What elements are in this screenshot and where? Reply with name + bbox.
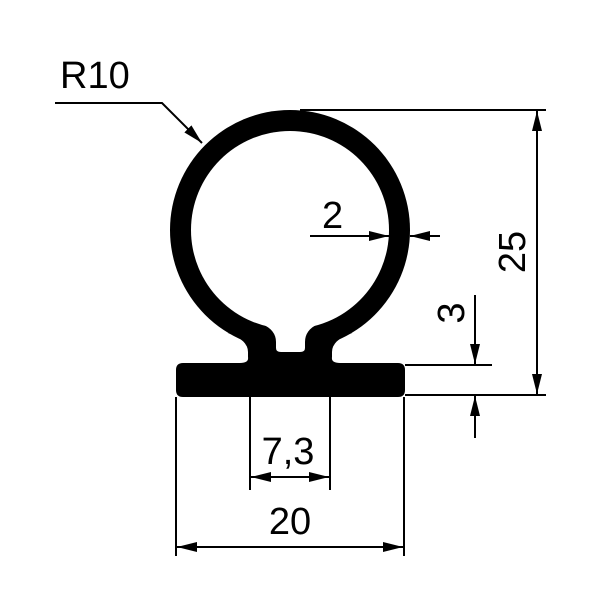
- radius-leader: [55, 102, 203, 144]
- neck-width-label: 7,3: [262, 431, 315, 473]
- wall-thickness-label: 2: [322, 195, 343, 237]
- base-width-label: 20: [269, 501, 311, 543]
- radius-label: R10: [60, 55, 130, 97]
- base-thickness-dimension: [405, 295, 492, 438]
- neck-width-dimension: [249, 397, 331, 490]
- base-thickness-label: 3: [431, 302, 473, 323]
- height-dimension: [300, 109, 546, 396]
- height-label: 25: [492, 231, 534, 273]
- base-width-dimension: [175, 397, 405, 556]
- seal-profile: [170, 110, 410, 397]
